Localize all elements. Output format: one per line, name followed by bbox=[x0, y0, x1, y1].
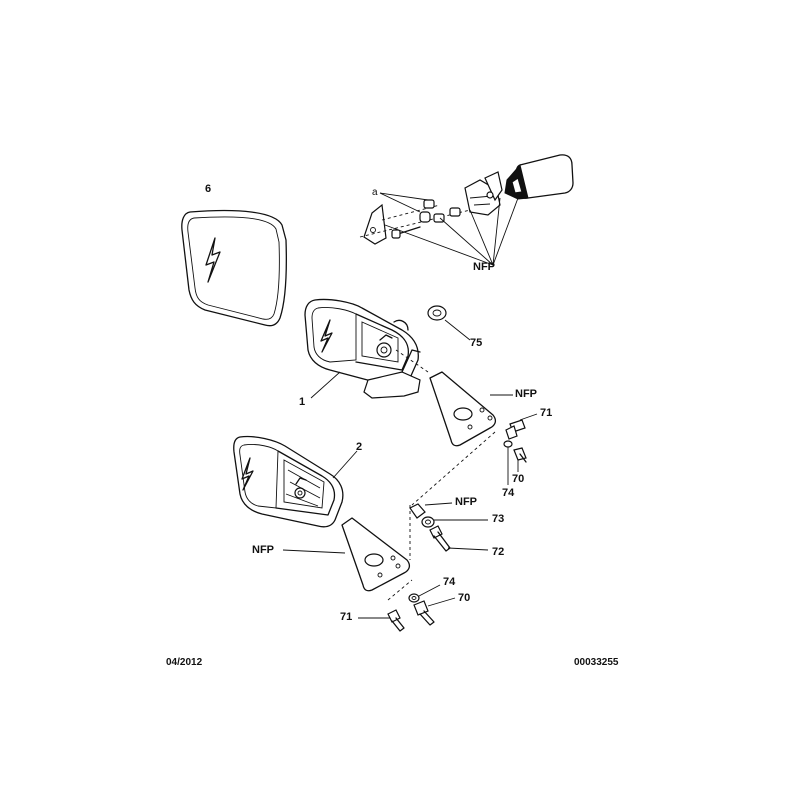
callout-71-upper: 71 bbox=[540, 407, 553, 419]
callout-1: 1 bbox=[299, 396, 306, 408]
middle-bolt-group bbox=[409, 502, 489, 560]
callout-71-lower: 71 bbox=[340, 611, 353, 623]
callout-70-lower: 70 bbox=[458, 592, 471, 604]
callout-6: 6 bbox=[205, 183, 212, 195]
washer-part-75 bbox=[427, 305, 471, 341]
callout-74-lower: 74 bbox=[443, 576, 456, 588]
lower-fasteners bbox=[358, 579, 456, 632]
callout-nfp-top: NFP bbox=[473, 261, 495, 273]
mirror-housing-part-1 bbox=[304, 298, 429, 399]
callout-75: 75 bbox=[470, 337, 483, 349]
callout-2: 2 bbox=[356, 441, 363, 453]
callout-nfp-left: NFP bbox=[252, 544, 274, 556]
footer-date: 04/2012 bbox=[166, 657, 203, 668]
footer-reference-number: 00033255 bbox=[574, 657, 619, 668]
callout-70-upper: 70 bbox=[512, 473, 525, 485]
callout-72: 72 bbox=[492, 546, 505, 558]
callout-nfp-bolt: NFP bbox=[455, 496, 477, 508]
mirror-housing-part-2 bbox=[233, 435, 358, 528]
upper-fasteners bbox=[411, 413, 538, 506]
lower-nfp-plate bbox=[282, 517, 411, 592]
upper-nfp-plate bbox=[429, 371, 513, 447]
callout-a: a bbox=[372, 187, 378, 198]
top-mirror-assembly bbox=[359, 154, 574, 266]
callout-nfp-mid: NFP bbox=[515, 388, 537, 400]
callout-73: 73 bbox=[492, 513, 505, 525]
mirror-glass-part-6 bbox=[181, 209, 287, 327]
callout-74-upper: 74 bbox=[502, 487, 515, 499]
